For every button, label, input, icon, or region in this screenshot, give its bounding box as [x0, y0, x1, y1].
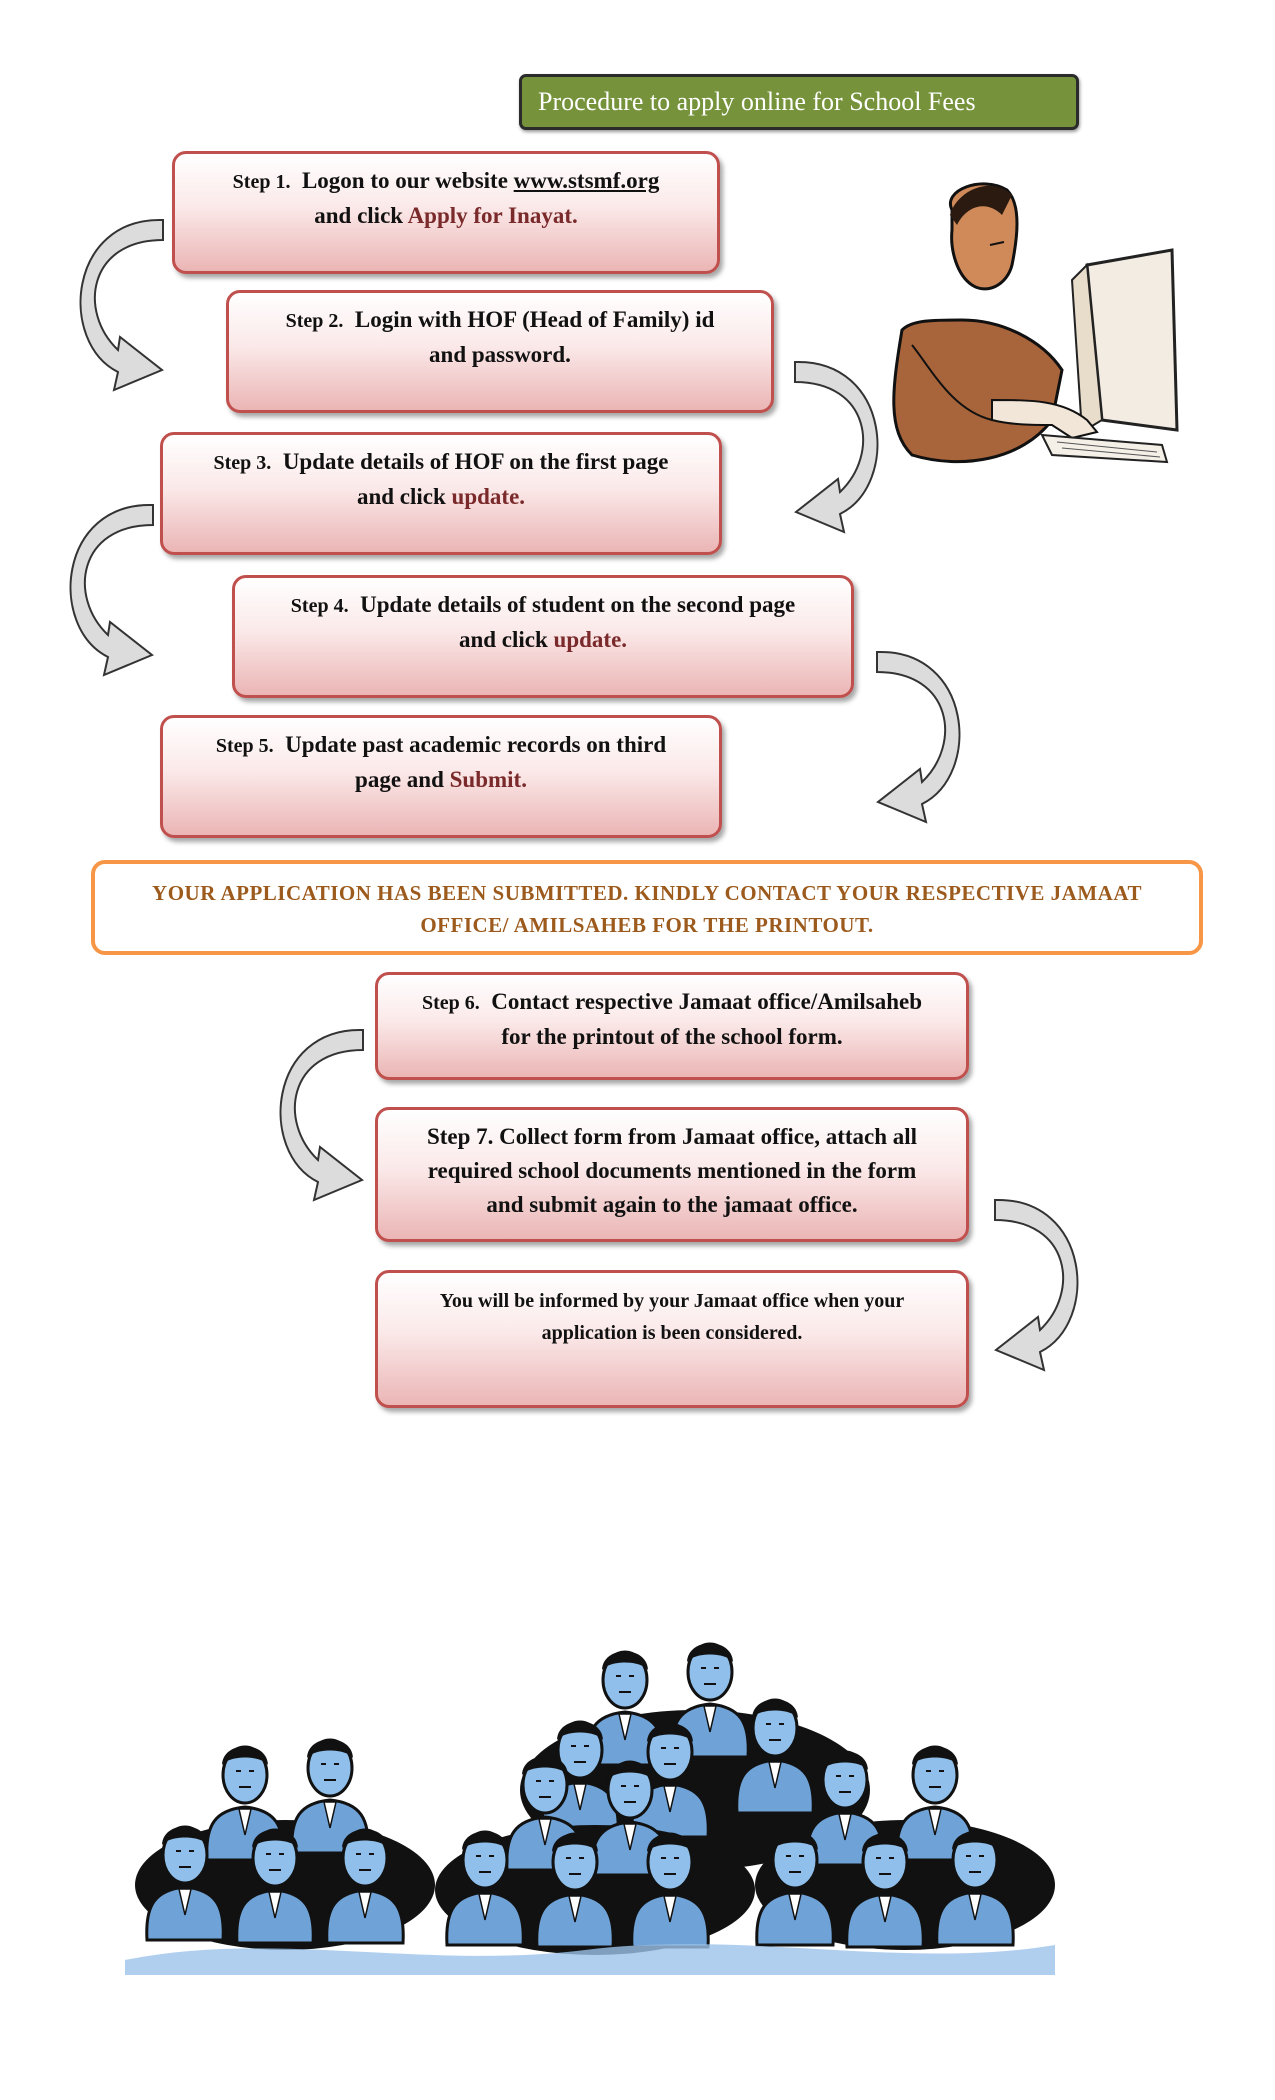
final-line: You will be informed by your Jamaat offi… [439, 1290, 905, 1312]
step-label: Step 3. [213, 452, 272, 474]
step-text: Collect form from Jamaat office, attach … [499, 1124, 918, 1149]
step-label: Step 2. [285, 310, 344, 332]
step-3-box: Step 3. Update details of HOF on the fir… [160, 432, 722, 555]
apply-for-inayat-link: Apply for Inayat. [407, 203, 578, 228]
final-info-box: You will be informed by your Jamaat offi… [375, 1270, 969, 1408]
curved-arrow-icon [79, 218, 164, 392]
step-label: Step 4. [290, 595, 349, 617]
curved-arrow-icon [69, 503, 154, 677]
curved-arrow-icon [794, 360, 879, 534]
step-text: Contact respective Jamaat office/Amilsah… [491, 989, 923, 1014]
notice-line: OFFICE/ AMILSAHEB FOR THE PRINTOUT. [420, 913, 874, 937]
step-6-box: Step 6. Contact respective Jamaat office… [375, 972, 969, 1080]
update-link: update. [553, 627, 628, 652]
step-4-box: Step 4. Update details of student on the… [232, 575, 854, 698]
step-7-box: Step 7. Collect form from Jamaat office,… [375, 1107, 969, 1242]
page-title: Procedure to apply online for School Fee… [519, 74, 1079, 130]
step-1-box: Step 1. Logon to our website www.stsmf.o… [172, 151, 720, 274]
step-text: Update details of HOF on the first page [282, 449, 669, 474]
step-text: required school documents mentioned in t… [427, 1158, 917, 1183]
step-text: and click [458, 627, 548, 652]
submit-link: Submit. [449, 767, 527, 792]
step-label: Step 6. [421, 992, 480, 1014]
step-label: Step 1. [232, 171, 291, 193]
step-text: Logon to our website [301, 168, 508, 193]
curved-arrow-icon [994, 1198, 1079, 1372]
step-2-box: Step 2. Login with HOF (Head of Family) … [226, 290, 774, 413]
curved-arrow-icon [876, 650, 961, 824]
notice-line: YOUR APPLICATION HAS BEEN SUBMITTED. KIN… [152, 881, 1142, 905]
step-text: Update details of student on the second … [360, 592, 796, 617]
step-text: and click [356, 484, 446, 509]
step-label: Step 7. [426, 1124, 494, 1149]
step-text: and password. [429, 342, 571, 367]
step-text: and submit again to the jamaat office. [486, 1192, 858, 1217]
step-label: Step 5. [215, 735, 274, 757]
submission-notice: YOUR APPLICATION HAS BEEN SUBMITTED. KIN… [91, 860, 1203, 955]
step-text: and click [314, 203, 404, 228]
step-text: page and [355, 767, 444, 792]
website-link[interactable]: www.stsmf.org [513, 168, 660, 193]
update-link: update. [451, 484, 526, 509]
final-line: application is been considered. [541, 1322, 803, 1344]
step-text: Update past academic records on third [285, 732, 667, 757]
crowd-of-people-icon [125, 1641, 1055, 1975]
man-at-computer-icon [892, 182, 1179, 464]
step-5-box: Step 5. Update past academic records on … [160, 715, 722, 838]
step-text: for the printout of the school form. [501, 1024, 843, 1049]
curved-arrow-icon [279, 1028, 364, 1202]
step-text: Login with HOF (Head of Family) id [354, 307, 715, 332]
